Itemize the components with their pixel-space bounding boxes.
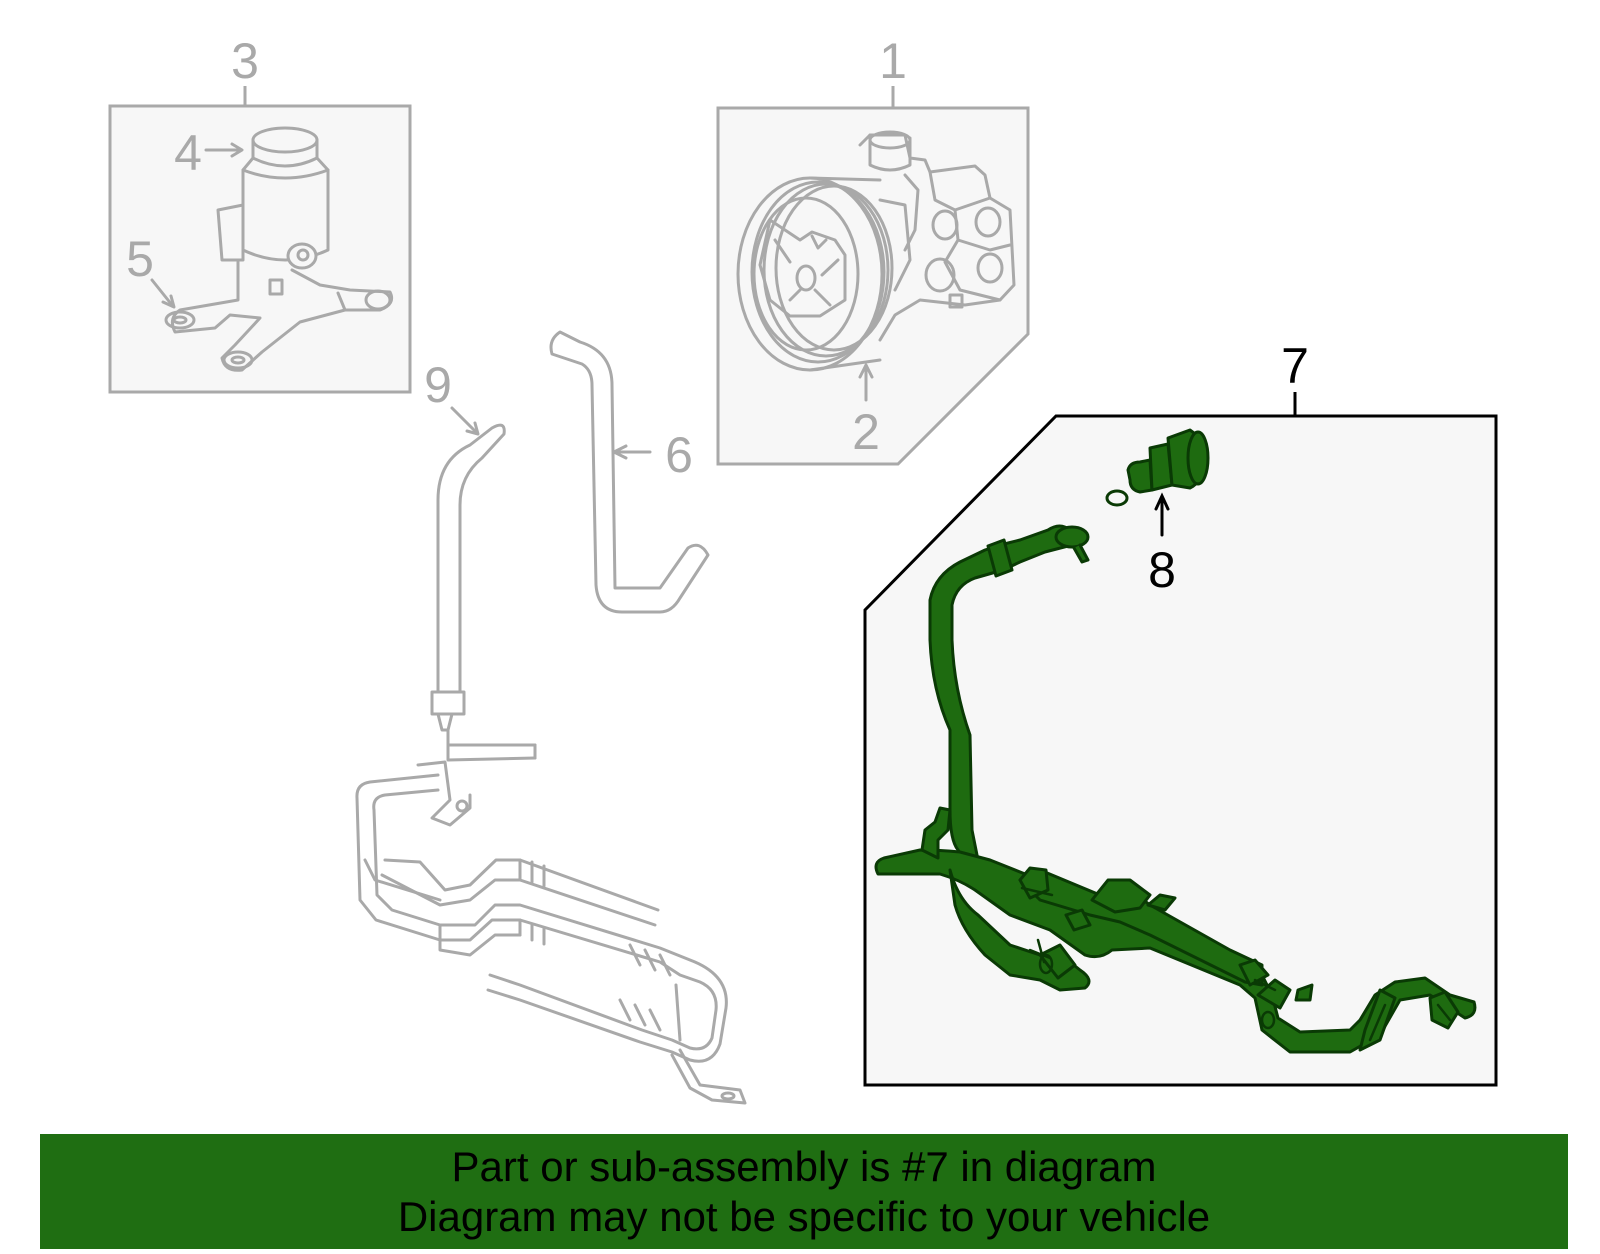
- pump-drawing: [736, 130, 1016, 402]
- fitting-8-drawing: [1126, 428, 1210, 494]
- callout-6: 6: [665, 427, 693, 483]
- banner-line-disclaimer: Diagram may not be specific to your vehi…: [397, 1192, 1211, 1240]
- hose-6-drawing: [549, 330, 710, 614]
- pressure-line-hose: [874, 524, 1477, 1054]
- fitting-8-arrow: [1154, 492, 1170, 537]
- callout-7: 7: [1281, 338, 1309, 394]
- callout-1: 1: [879, 33, 907, 89]
- info-banner: Part or sub-assembly is #7 in diagram Di…: [40, 1134, 1568, 1249]
- pressure-line-detail: [1020, 886, 1452, 1042]
- callout-4: 4: [174, 125, 202, 181]
- reservoir-drawing: [150, 126, 394, 372]
- callout-8: 8: [1148, 542, 1176, 598]
- o-ring: [1105, 489, 1129, 507]
- callout-2: 2: [852, 404, 880, 460]
- callout-3: 3: [231, 33, 259, 89]
- callout-9: 9: [424, 357, 452, 413]
- cooler-hose-drawing: [355, 406, 747, 1105]
- banner-line-part-number: Part or sub-assembly is #7 in diagram: [451, 1142, 1157, 1190]
- callout-5: 5: [126, 231, 154, 287]
